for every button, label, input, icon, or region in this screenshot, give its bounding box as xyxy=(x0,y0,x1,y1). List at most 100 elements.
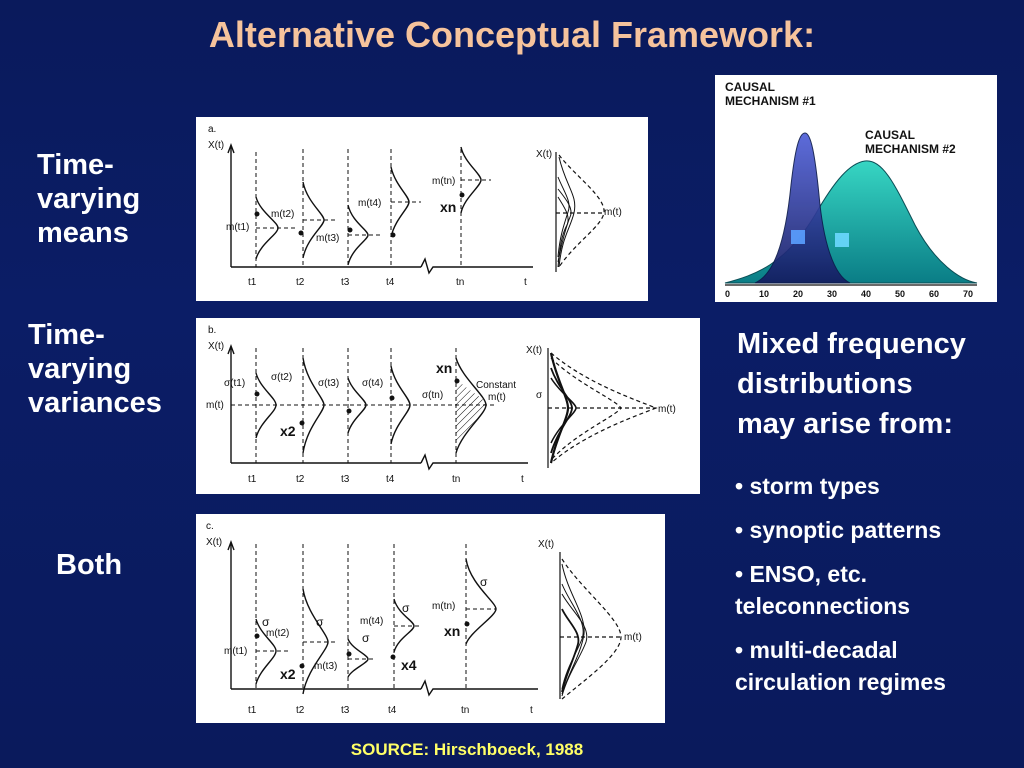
panel-b-diagram: b. X(t) m(t) σ(t1) σ(t2) σ(t3) σ(t4) σ(t… xyxy=(206,325,676,485)
mean-label: m(tn) xyxy=(432,176,455,187)
tick-label: t1 xyxy=(248,705,257,716)
heading-line: distributions xyxy=(737,368,913,400)
tick-label: t4 xyxy=(386,277,395,288)
tick-label: t1 xyxy=(248,474,257,485)
tick-label: t xyxy=(524,277,527,288)
mean-label: m(t3) xyxy=(316,233,339,244)
cause-list: • storm types • synoptic patterns • ENSO… xyxy=(735,470,1020,710)
mech1-label-line1: CAUSAL xyxy=(725,80,775,94)
mean-label: m(t4) xyxy=(358,198,381,209)
sigma-label: σ(t1) xyxy=(224,378,245,389)
constant-label: Constant xyxy=(476,380,516,391)
tick-label: t2 xyxy=(296,277,305,288)
slide-title: Alternative Conceptual Framework: xyxy=(208,14,816,55)
tick-label: t2 xyxy=(296,474,305,485)
panel-b-time-varying-variances: b. X(t) m(t) σ(t1) σ(t2) σ(t3) σ(t4) σ(t… xyxy=(196,318,700,494)
tick-label: t4 xyxy=(386,474,395,485)
mean-label: m(t2) xyxy=(271,209,294,220)
list-item: • ENSO, etc. teleconnections xyxy=(735,561,911,619)
label-line: variances xyxy=(28,387,162,419)
panel-a-time-varying-means: a. X(t) m(t1) m(t2) m(t3) m(t4) m(tn) xn… xyxy=(196,117,648,301)
x4-label: x4 xyxy=(401,657,417,673)
label-line: Time- xyxy=(28,319,105,351)
sigma-label: σ xyxy=(262,615,270,629)
heading-line: Mixed frequency xyxy=(737,328,966,360)
panel-a-diagram: a. X(t) m(t1) m(t2) m(t3) m(t4) m(tn) xn… xyxy=(208,124,622,288)
panel-c-diagram: c. X(t) m(t1) m(t2) m(t3) m(t4) m(tn) σ … xyxy=(206,521,642,716)
dist-ylabel: X(t) xyxy=(538,539,554,550)
panel-b-ylabel: X(t) xyxy=(208,341,224,352)
axis-tick: 10 xyxy=(759,289,769,299)
tick-label: t3 xyxy=(341,277,350,288)
axis-tick: 60 xyxy=(929,289,939,299)
panel-c-ylabel: X(t) xyxy=(206,537,222,548)
sigma-label: σ(t4) xyxy=(362,378,383,389)
label-time-varying-variances: Time- varying variances xyxy=(28,318,162,420)
dist-ylabel: X(t) xyxy=(526,345,542,356)
tick-label: t4 xyxy=(388,705,397,716)
dist-mean-label: m(t) xyxy=(624,632,642,643)
dist-mean-label: m(t) xyxy=(658,404,676,415)
tick-label: t3 xyxy=(341,474,350,485)
mean-label: m(t4) xyxy=(360,616,383,627)
sigma-label: σ(t2) xyxy=(271,372,292,383)
tick-label: t3 xyxy=(341,705,350,716)
mean-label: m(t3) xyxy=(314,661,337,672)
constant-mean-label: m(t) xyxy=(488,392,506,403)
x2-label: x2 xyxy=(280,666,296,682)
causal-mechanisms-diagram: CAUSAL MECHANISM #1 CAUSAL MECHANISM #2 … xyxy=(724,80,978,299)
mixed-distribution-a xyxy=(555,152,605,272)
tick-label: t1 xyxy=(248,277,257,288)
causal-mechanisms-chart: CAUSAL MECHANISM #1 CAUSAL MECHANISM #2 … xyxy=(715,75,997,302)
axis-tick: 30 xyxy=(827,289,837,299)
dist-sigma-label: σ xyxy=(536,390,543,401)
list-item: • multi-decadal circulation regimes xyxy=(735,637,946,695)
mean-label: m(tn) xyxy=(432,601,455,612)
mech1-label-line2: MECHANISM #1 xyxy=(725,94,816,108)
label-both: Both xyxy=(56,549,123,581)
sigma-label: σ xyxy=(316,615,324,629)
mixed-distribution-b xyxy=(547,348,658,468)
axis-tick: 70 xyxy=(963,289,973,299)
sigma-label: σ xyxy=(402,601,410,615)
mean-label: m(t1) xyxy=(226,222,249,233)
sigma-label: σ xyxy=(480,575,488,589)
mixed-distributions-heading: Mixed frequency distributions may arise … xyxy=(737,324,1022,444)
x2-label: x2 xyxy=(280,423,296,439)
panel-a-tag: a. xyxy=(208,124,216,135)
label-line: means xyxy=(37,217,129,249)
mixed-distribution-c xyxy=(559,552,622,700)
tick-label: tn xyxy=(461,705,469,716)
tick-label: tn xyxy=(452,474,460,485)
panel-c-both: c. X(t) m(t1) m(t2) m(t3) m(t4) m(tn) σ … xyxy=(196,514,665,723)
mech2-label-line2: MECHANISM #2 xyxy=(865,142,956,156)
mean-label: m(t) xyxy=(206,400,224,411)
axis-tick: 50 xyxy=(895,289,905,299)
tick-label: tn xyxy=(456,277,464,288)
heading-line: may arise from: xyxy=(737,408,953,440)
label-line: varying xyxy=(37,183,141,215)
list-item: • storm types xyxy=(735,473,880,499)
dist-ylabel: X(t) xyxy=(536,149,552,160)
tick-label: t2 xyxy=(296,705,305,716)
panel-c-tag: c. xyxy=(206,521,214,532)
sigma-label: σ(tn) xyxy=(422,390,443,401)
source-citation: SOURCE: Hirschboeck, 1988 xyxy=(350,740,584,759)
dist-mean-label: m(t) xyxy=(604,207,622,218)
panel-a-ylabel: X(t) xyxy=(208,140,224,151)
xn-label: xn xyxy=(444,623,460,639)
xn-label: xn xyxy=(436,360,452,376)
sigma-label: σ xyxy=(362,631,370,645)
xn-label: xn xyxy=(440,199,456,215)
label-line: varying xyxy=(28,353,132,385)
sigma-label: σ(t3) xyxy=(318,378,339,389)
mech2-label-line1: CAUSAL xyxy=(865,128,915,142)
tick-label: t xyxy=(530,705,533,716)
axis-tick: 0 xyxy=(725,289,730,299)
label-time-varying-means: Time- varying means xyxy=(37,148,140,250)
axis-tick: 20 xyxy=(793,289,803,299)
mean-label: m(t2) xyxy=(266,628,289,639)
label-line: Time- xyxy=(37,149,114,181)
panel-b-tag: b. xyxy=(208,325,216,336)
mean-label: m(t1) xyxy=(224,646,247,657)
